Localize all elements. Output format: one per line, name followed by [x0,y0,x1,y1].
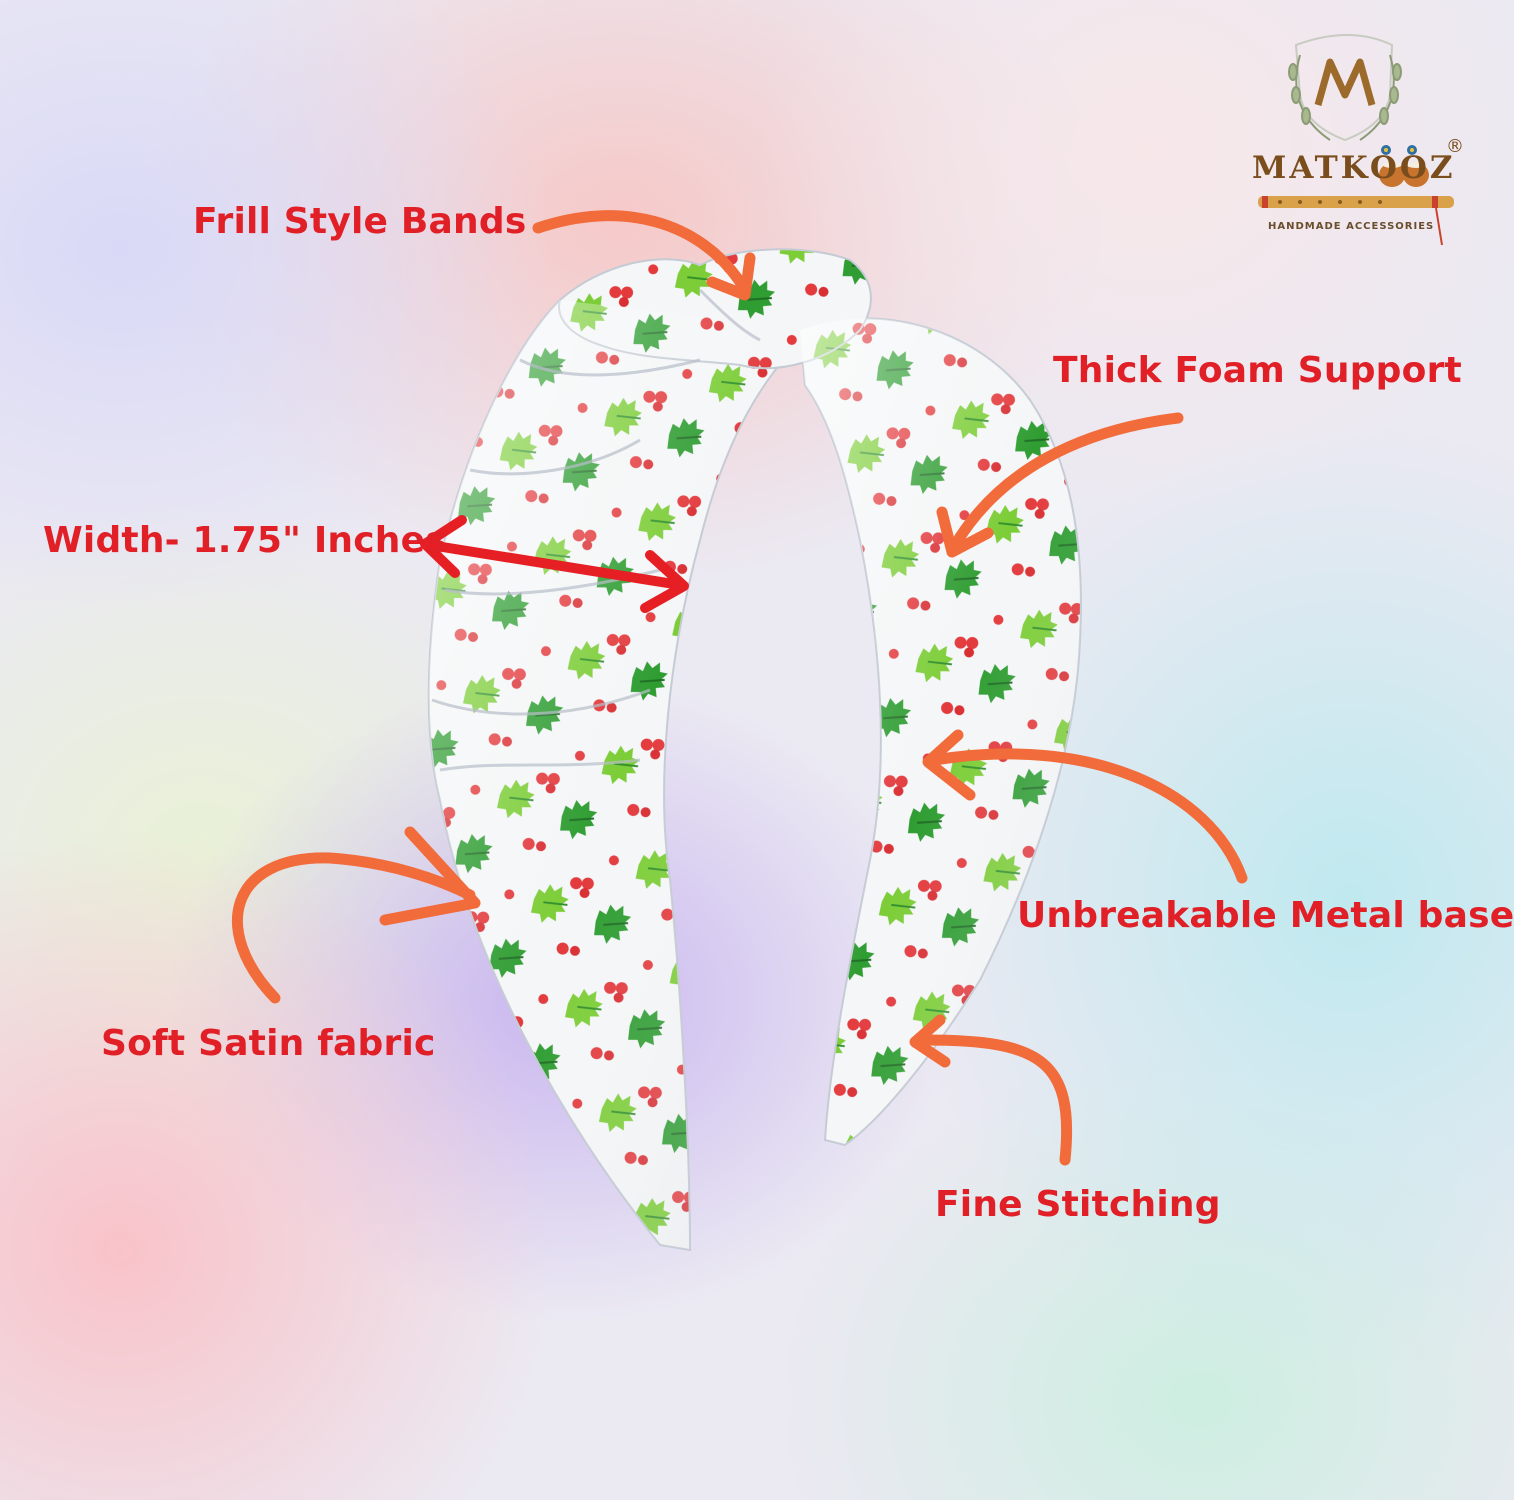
feature-label-foam-support: Thick Foam Support [1053,350,1462,391]
brand-name: MATKOOZ [1252,150,1456,186]
feature-label-width: Width- 1.75" Inches [43,520,447,561]
brand-logo-mark [1258,34,1454,246]
foam-pointer-arrow [936,412,1184,558]
frill-pointer-arrow [532,210,756,301]
width-double-arrow [420,515,689,613]
brand-tagline: HANDMADE ACCESSORIES [1268,221,1435,232]
headband [427,248,1082,1252]
fabric-pointer-arrow [232,826,481,1004]
feature-label-frill-bands: Frill Style Bands [193,201,527,242]
brand-registered-mark: ® [1446,136,1464,157]
metal-pointer-arrow [922,729,1248,884]
feature-label-satin-fabric: Soft Satin fabric [101,1023,436,1064]
stitching-pointer-arrow [909,1014,1073,1166]
feature-label-stitching: Fine Stitching [935,1184,1221,1225]
feature-label-metal-base: Unbreakable Metal base [1017,895,1514,936]
